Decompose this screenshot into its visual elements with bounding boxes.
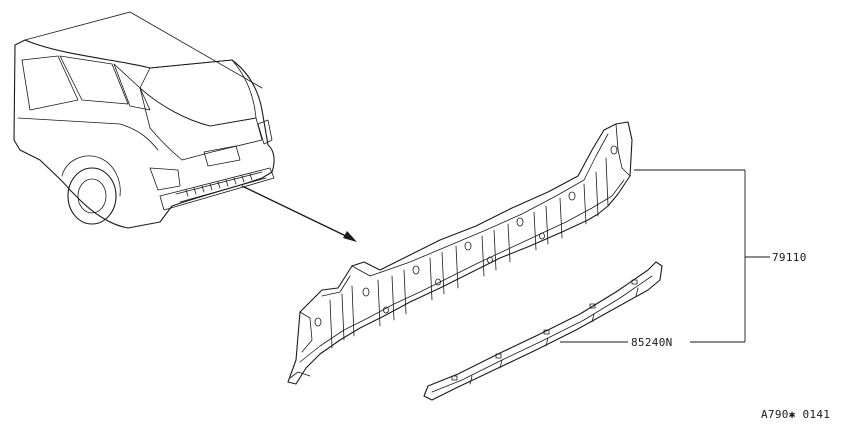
arrow-head (343, 231, 357, 242)
clip (451, 375, 458, 381)
left-end-detail (299, 311, 313, 353)
rear-panel-part (287, 121, 633, 385)
hole (464, 241, 472, 251)
hole (412, 265, 420, 275)
right-end-detail (615, 123, 631, 177)
figure-code: A790✱ 0141 (761, 408, 830, 421)
quarter-window (113, 63, 151, 111)
rear-window (139, 59, 257, 127)
location-arrow (241, 185, 357, 242)
top-flange-line (351, 133, 609, 277)
hole (487, 256, 493, 264)
reinforcement-part (423, 261, 663, 401)
panel-hatching (185, 173, 253, 197)
wheel-hub (77, 178, 107, 214)
clip (543, 329, 550, 335)
body-outline (13, 39, 275, 229)
rear-wheel (67, 167, 117, 225)
hole (383, 306, 389, 314)
hole (362, 287, 370, 297)
bumper-detail-b (179, 177, 267, 203)
hole (610, 145, 618, 155)
hole (539, 232, 545, 240)
left-flange-line (321, 275, 351, 297)
tail-lamp-right (257, 119, 273, 145)
clip (589, 303, 596, 309)
hole (435, 278, 441, 286)
part-number-79110: 79110 (772, 251, 807, 264)
lower-inner-line (299, 179, 625, 363)
callout-leaders (560, 169, 770, 343)
left-foot-detail (289, 371, 311, 379)
license-plate-recess (203, 145, 241, 167)
reinforcement-center-line (431, 275, 653, 393)
vehicle-rear-illustration (13, 11, 275, 229)
side-window-front (21, 55, 79, 111)
side-window-rear (59, 55, 129, 105)
reinforcement-outline (423, 261, 663, 401)
part-number-85240N: 85240N (631, 336, 673, 349)
stiffening-ribs (329, 157, 609, 349)
wheel-arch (61, 155, 121, 197)
roof-line-upper (129, 11, 263, 89)
roof-line-front (24, 11, 131, 41)
stiffening-ribs-secondary (341, 171, 599, 341)
rear-bumper (159, 167, 275, 211)
tail-lamp-left (149, 167, 181, 191)
hole (314, 317, 322, 327)
reinforcement-tabs (469, 287, 639, 385)
tailgate (139, 87, 263, 161)
clip (631, 279, 638, 285)
rear-panel-outline (287, 121, 633, 385)
clip (495, 353, 502, 359)
body-side-line (17, 117, 159, 151)
hole (516, 217, 524, 227)
hole (568, 191, 576, 201)
bumper-detail-a (175, 171, 263, 195)
